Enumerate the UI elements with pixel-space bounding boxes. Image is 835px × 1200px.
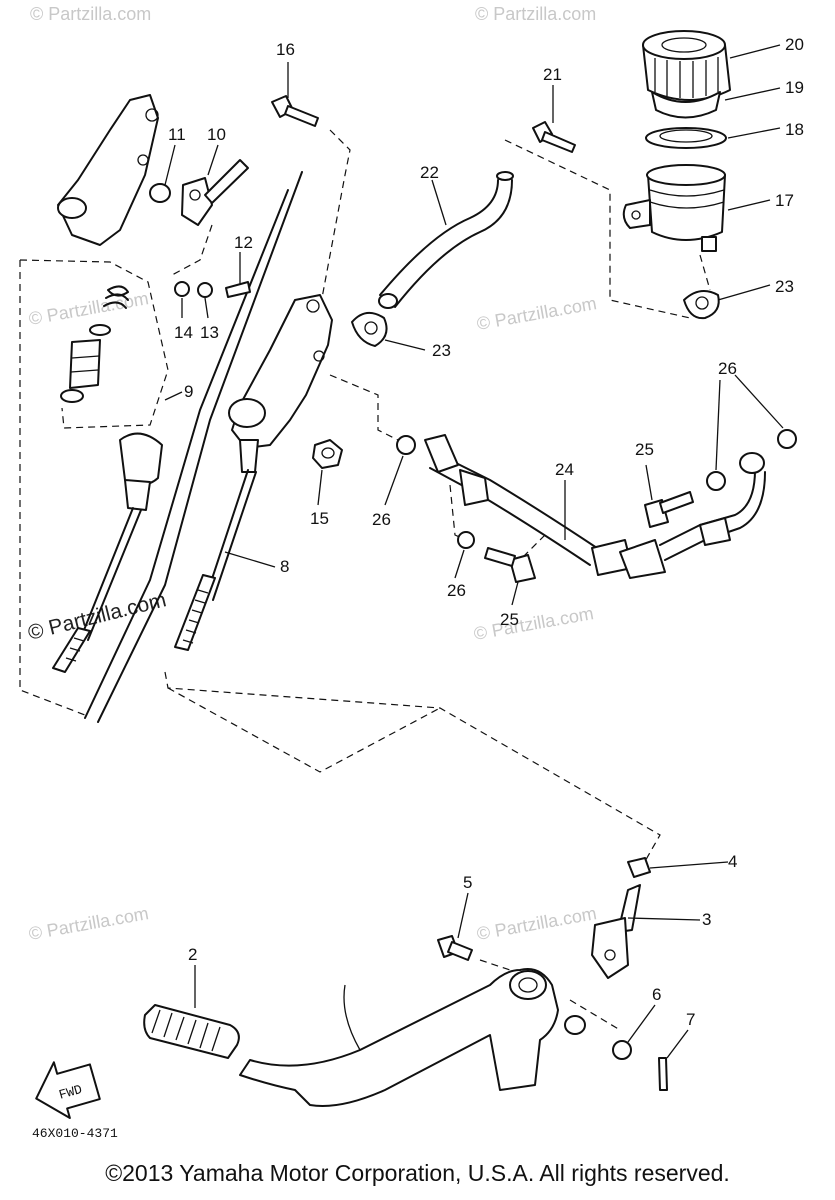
watermark: © Partzilla.com	[472, 603, 595, 644]
callout-12: 12	[234, 233, 253, 252]
copper-washers	[396, 429, 797, 549]
rear-master-cylinder	[174, 294, 333, 651]
pedal-rubber	[143, 1004, 240, 1059]
callout-5: 5	[463, 873, 472, 892]
union-bolt-lower	[484, 547, 536, 583]
callout-21: 21	[543, 65, 562, 84]
brake-hose	[424, 434, 766, 579]
callout-26: 26	[447, 581, 466, 600]
master-cylinder-body-upper	[57, 94, 159, 246]
leader-lines	[164, 44, 784, 1059]
clevis	[591, 884, 641, 979]
callout-25: 25	[500, 610, 519, 629]
watermark: © Partzilla.com	[30, 4, 151, 24]
pivot-bolt	[437, 935, 473, 961]
callout-26: 26	[372, 510, 391, 529]
fwd-label: FWD	[57, 1082, 84, 1103]
joint-screw	[225, 281, 251, 298]
diaphragm-holder	[651, 91, 721, 119]
pedal-washer	[612, 1040, 632, 1060]
callout-23: 23	[432, 341, 451, 360]
callout-10: 10	[207, 125, 226, 144]
callout-16: 16	[276, 40, 295, 59]
forward-arrow-icon: FWD	[35, 1061, 101, 1120]
washer	[174, 281, 190, 297]
diagram-code: 46X010-4371	[32, 1126, 118, 1141]
diaphragm	[645, 127, 727, 149]
hose-clamp-upper	[683, 290, 720, 320]
watermark: © Partzilla.com	[475, 293, 598, 334]
watermark: © Partzilla.com	[27, 288, 150, 329]
callout-24: 24	[555, 460, 574, 479]
callout-4: 4	[728, 852, 737, 871]
copyright-notice: ©2013 Yamaha Motor Corporation, U.S.A. A…	[105, 1160, 730, 1186]
callout-20: 20	[785, 35, 804, 54]
callout-13: 13	[200, 323, 219, 342]
callout-23: 23	[775, 277, 794, 296]
callout-9: 9	[184, 382, 193, 401]
brake-pedal	[239, 968, 586, 1107]
reservoir-hose	[378, 171, 514, 309]
watermark: © Partzilla.com	[475, 903, 598, 944]
clevis-nut	[627, 857, 651, 878]
callout-14: 14	[174, 323, 193, 342]
watermark: © Partzilla.com	[27, 903, 150, 944]
callout-17: 17	[775, 191, 794, 210]
watermark: © Partzilla.com	[475, 4, 596, 24]
callout-7: 7	[686, 1010, 695, 1029]
callout-25: 25	[635, 440, 654, 459]
callout-15: 15	[310, 509, 329, 528]
callout-2: 2	[188, 945, 197, 964]
cotter-pin	[658, 1057, 668, 1091]
callout-8: 8	[280, 557, 289, 576]
reservoir-bolt	[532, 121, 576, 153]
reservoir-tank	[622, 164, 726, 252]
callout-18: 18	[785, 120, 804, 139]
master-cylinder-kit	[52, 285, 163, 673]
master-cylinder-bolt	[271, 95, 319, 127]
assembly-guide-lines	[19, 129, 711, 1031]
reservoir-cap	[642, 30, 731, 101]
callout-6: 6	[652, 985, 661, 1004]
frame-rails	[84, 171, 303, 723]
callout-3: 3	[702, 910, 711, 929]
hose-clamp-lower	[351, 311, 388, 347]
hose-joint	[181, 159, 249, 226]
master-cylinder-nut	[312, 439, 343, 469]
lock-washer	[197, 282, 213, 298]
callout-11: 11	[168, 125, 186, 144]
o-ring	[149, 183, 171, 203]
callouts: 16 21 20 19 18 17 23 22 11 10 12 14 13 9…	[168, 35, 804, 1029]
union-bolt	[644, 491, 694, 528]
callout-19: 19	[785, 78, 804, 97]
callout-22: 22	[420, 163, 439, 182]
callout-26: 26	[718, 359, 737, 378]
